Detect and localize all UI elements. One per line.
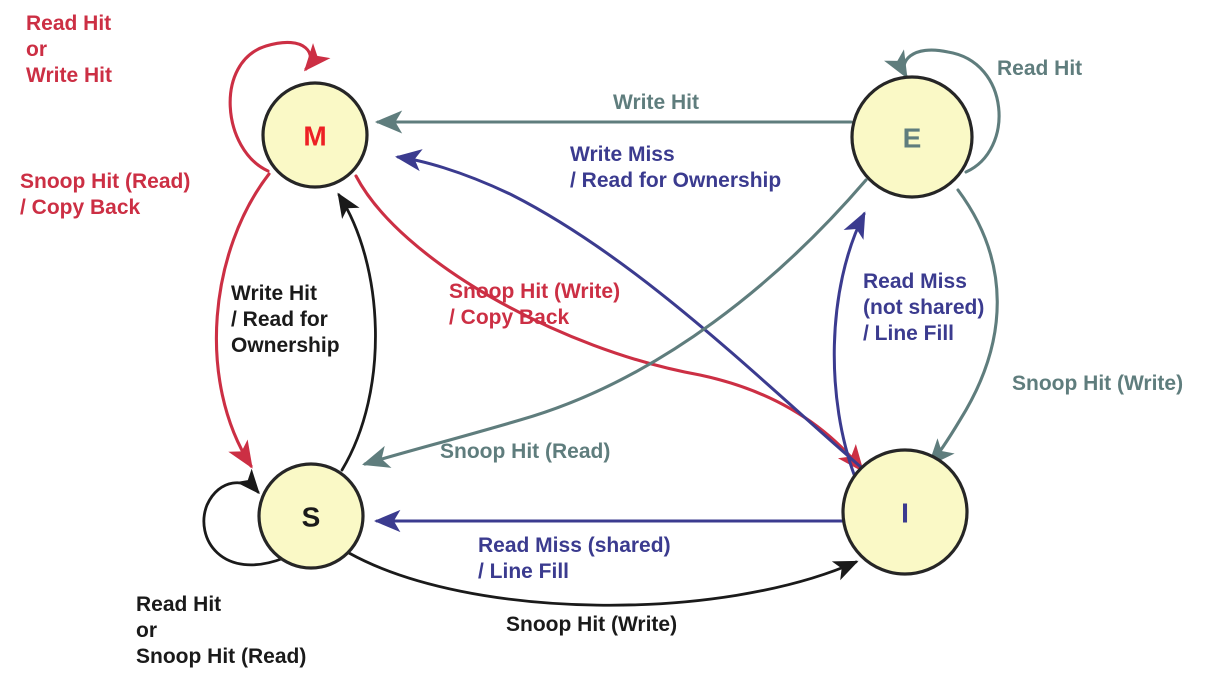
edge-label-line: Read Hit — [997, 57, 1082, 80]
edge-label-line: or — [26, 38, 47, 61]
edge-label-i-to-m: Write Miss / Read for Ownership — [570, 143, 781, 192]
edge-label-line: Read Hit — [26, 12, 111, 35]
edge-label-e-self-loop: Read Hit — [997, 57, 1082, 80]
edge-label-line: Read Miss — [863, 270, 967, 293]
edge-label-line: Ownership — [231, 334, 340, 357]
edge-m-self-loop — [228, 40, 331, 173]
edge-label-line: Write Hit — [26, 64, 112, 87]
edge-label-line: / Read for — [231, 308, 328, 331]
edge-e-to-i — [927, 188, 999, 467]
edge-s-self-loop — [202, 468, 286, 567]
edge-label-line: Write Miss — [570, 143, 675, 166]
edge-s-to-m — [337, 192, 377, 472]
state-node-e[interactable]: E — [850, 75, 974, 199]
edge-label-line: Snoop Hit (Read) — [440, 440, 610, 463]
edge-label-line: or — [136, 619, 157, 642]
edge-i-to-e — [832, 211, 866, 479]
edge-label-line: / Read for Ownership — [570, 169, 781, 192]
edge-label-e-to-m: Write Hit — [613, 91, 699, 114]
state-node-m[interactable]: M — [261, 81, 369, 189]
edge-label-i-to-e: Read Miss (not shared) / Line Fill — [863, 270, 984, 345]
edge-label-m-to-s: Snoop Hit (Read) / Copy Back — [20, 170, 190, 219]
state-circle-m[interactable] — [261, 81, 369, 189]
edge-label-line: (not shared) — [863, 296, 984, 319]
edge-m-to-i — [354, 174, 864, 473]
state-circle-s[interactable] — [257, 462, 365, 570]
edge-label-s-to-i: Snoop Hit (Write) — [506, 613, 677, 636]
state-circle-i[interactable] — [841, 448, 969, 576]
edge-label-line: Snoop Hit (Read) — [20, 170, 190, 193]
edge-label-line: Write Hit — [231, 282, 317, 305]
edge-label-line: Write Hit — [613, 91, 699, 114]
edge-label-s-to-m: Write Hit / Read for Ownership — [231, 282, 340, 357]
edge-label-line: Snoop Hit (Write) — [506, 613, 677, 636]
state-label-i: I — [901, 498, 909, 529]
edge-label-line: / Line Fill — [863, 322, 954, 345]
edge-label-m-self-loop: Read Hit or Write Hit — [26, 12, 112, 87]
edge-e-self-loop — [884, 48, 1001, 174]
state-node-i[interactable]: I — [841, 448, 969, 576]
edge-label-line: Snoop Hit (Write) — [449, 280, 620, 303]
edge-label-i-to-s: Read Miss (shared) / Line Fill — [478, 534, 671, 583]
edge-label-e-to-i: Snoop Hit (Write) — [1012, 372, 1183, 395]
state-label-m: M — [303, 121, 326, 152]
edge-label-line: Read Miss (shared) — [478, 534, 671, 557]
edge-label-line: Snoop Hit (Read) — [136, 645, 306, 668]
state-node-s[interactable]: S — [257, 462, 365, 570]
edge-m-to-s — [214, 172, 271, 469]
edge-e-to-s — [362, 178, 868, 468]
edge-label-line: / Copy Back — [449, 306, 570, 329]
edge-s-to-i — [347, 551, 859, 607]
state-circle-e[interactable] — [850, 75, 974, 199]
edge-label-line: Read Hit — [136, 593, 221, 616]
state-label-e: E — [903, 123, 922, 154]
edge-label-e-to-s: Snoop Hit (Read) — [440, 440, 610, 463]
edge-label-line: Snoop Hit (Write) — [1012, 372, 1183, 395]
edge-i-to-m — [395, 149, 864, 470]
edge-label-line: / Copy Back — [20, 196, 141, 219]
edge-label-m-to-i: Snoop Hit (Write) / Copy Back — [449, 280, 620, 329]
state-label-s: S — [302, 502, 321, 533]
edge-label-line: / Line Fill — [478, 560, 569, 583]
edge-label-s-self-loop: Read Hit or Snoop Hit (Read) — [136, 593, 306, 668]
